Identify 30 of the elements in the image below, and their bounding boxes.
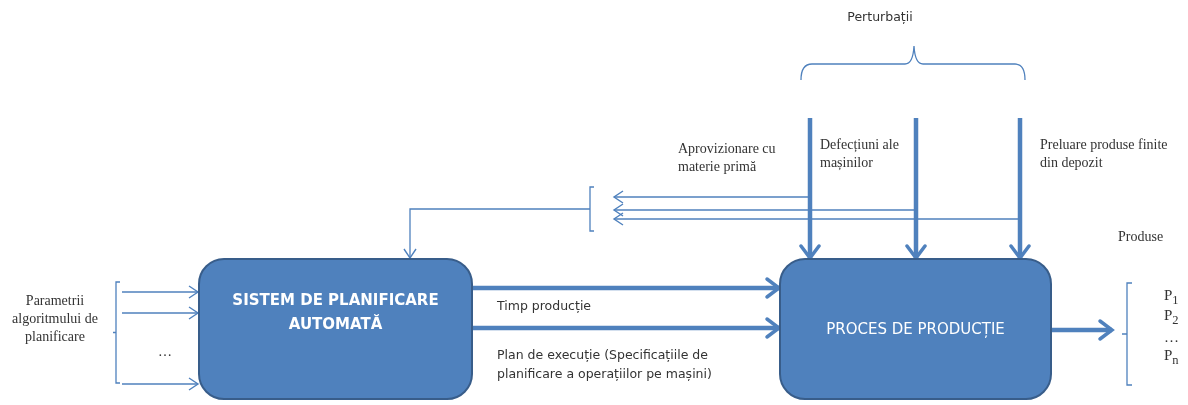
edge-label: Preluare produse finite din depozit	[1040, 136, 1169, 173]
arrow	[473, 277, 781, 299]
product-label: P$_{1}$	[1164, 288, 1179, 307]
product-label: …	[1164, 330, 1179, 345]
arrow	[799, 118, 821, 260]
arrow	[473, 317, 781, 339]
arrow	[121, 306, 199, 320]
output-label: Produse	[1118, 230, 1164, 244]
arrow	[1009, 118, 1031, 260]
edge-label: Timp producție	[497, 297, 593, 315]
input-label: Parametrii algoritmului de planificare	[11, 292, 99, 347]
arrow	[613, 190, 811, 204]
ellipsis-label: …	[157, 343, 173, 361]
process-box	[779, 258, 1052, 400]
edge-label: Plan de execuție (Specificațiile de planificare a operațiilor pe mașini)	[497, 346, 713, 383]
group-label: Perturbații	[846, 8, 914, 26]
arrow	[905, 118, 927, 260]
box-label: SISTEM DE PLANIFICARE AUTOMATĂ	[231, 290, 440, 335]
product-label: P$_{n}$	[1164, 348, 1179, 367]
process-box	[198, 258, 473, 400]
product-label: P$_{2}$	[1164, 308, 1179, 327]
arrow	[403, 208, 587, 259]
arrow	[1052, 319, 1114, 341]
arrow	[613, 212, 1021, 226]
edge-label: Defecțiuni ale mașinilor	[820, 136, 900, 173]
arrow	[121, 285, 199, 299]
edge-label: Aprovizionare cu materie primă	[678, 140, 777, 177]
box-label: PROCES DE PRODUCȚIE	[825, 319, 1006, 340]
arrow	[613, 203, 917, 217]
arrow	[121, 377, 199, 391]
